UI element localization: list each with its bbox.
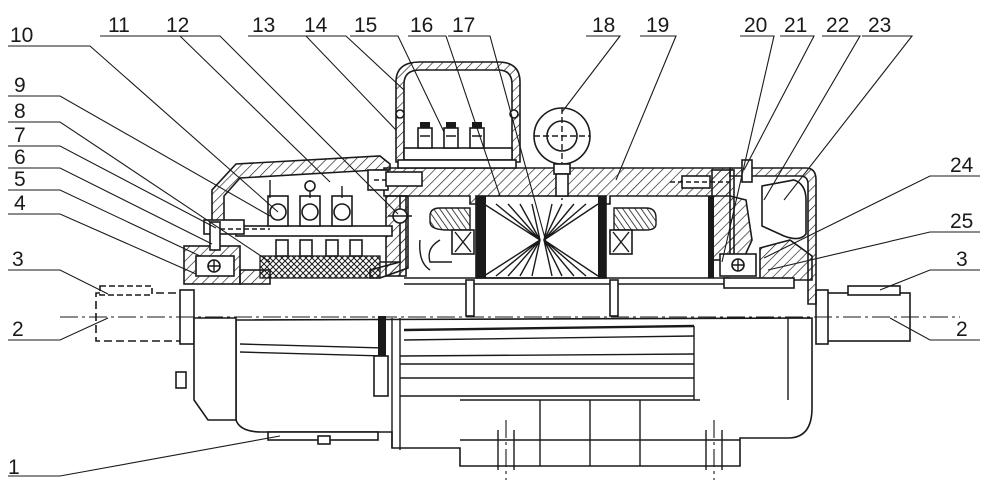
terminal-box-base bbox=[403, 147, 513, 161]
stator-laminations bbox=[483, 203, 599, 277]
leader-9 bbox=[8, 95, 271, 217]
slip-ring-cover bbox=[211, 155, 391, 229]
leader-24 bbox=[763, 175, 980, 259]
stator-core bbox=[475, 195, 607, 279]
callout-5: 5 bbox=[14, 168, 26, 191]
callout-15: 15 bbox=[354, 14, 377, 37]
leader-18 bbox=[561, 35, 622, 113]
leader-17 bbox=[448, 35, 547, 243]
left-bearing-assembly bbox=[183, 219, 271, 285]
callout-3-right: 3 bbox=[956, 248, 968, 271]
callout-1: 1 bbox=[8, 456, 20, 479]
leader-13 bbox=[248, 35, 397, 131]
callout-6: 6 bbox=[14, 146, 26, 169]
callout-17: 17 bbox=[452, 14, 475, 37]
right-end-assembly bbox=[670, 159, 817, 305]
leader-6 bbox=[8, 167, 213, 245]
leader-2L bbox=[8, 317, 109, 341]
callout-8: 8 bbox=[14, 100, 26, 123]
leader-21 bbox=[743, 35, 815, 171]
winding-end-right bbox=[613, 207, 657, 231]
leader-3R bbox=[879, 269, 980, 291]
callout-19: 19 bbox=[646, 14, 669, 37]
callout-10: 10 bbox=[10, 24, 33, 47]
callout-labels: 1 2 2 3 3 4 5 6 7 8 9 10 11 12 13 14 15 … bbox=[8, 14, 974, 479]
callout-9: 9 bbox=[14, 74, 26, 97]
winding-end-left bbox=[429, 207, 471, 231]
fan-blade bbox=[761, 179, 807, 240]
leader-10 bbox=[8, 45, 279, 213]
housing-section bbox=[183, 61, 817, 317]
leader-22 bbox=[763, 35, 861, 201]
leader-25 bbox=[767, 231, 980, 271]
callout-25: 25 bbox=[950, 210, 973, 233]
callout-20: 20 bbox=[744, 14, 767, 37]
callout-22: 22 bbox=[826, 14, 849, 37]
cooling-fins bbox=[239, 324, 740, 466]
housing-exterior bbox=[175, 316, 813, 480]
callout-18: 18 bbox=[592, 14, 615, 37]
callout-2-left: 2 bbox=[12, 318, 24, 341]
slip-rings bbox=[259, 239, 401, 279]
leader-lines bbox=[8, 35, 980, 477]
callout-12: 12 bbox=[166, 14, 189, 37]
callout-3-left: 3 bbox=[12, 248, 24, 271]
callout-21: 21 bbox=[784, 14, 807, 37]
leader-16 bbox=[408, 35, 501, 197]
callout-14: 14 bbox=[304, 14, 328, 37]
callout-11: 11 bbox=[108, 14, 130, 37]
callout-23: 23 bbox=[868, 14, 891, 37]
leader-14 bbox=[300, 35, 405, 91]
lifting-eye bbox=[533, 107, 591, 200]
callout-13: 13 bbox=[252, 14, 275, 37]
leader-2R bbox=[889, 317, 980, 341]
leader-5 bbox=[8, 189, 201, 257]
leader-15 bbox=[350, 35, 445, 133]
leader-23 bbox=[783, 35, 914, 201]
brush-holders bbox=[235, 180, 393, 237]
callout-16: 16 bbox=[410, 14, 433, 37]
callout-24: 24 bbox=[950, 154, 974, 177]
leader-8 bbox=[8, 121, 271, 263]
leader-19 bbox=[615, 35, 677, 181]
callout-2-right: 2 bbox=[956, 318, 968, 341]
callout-4: 4 bbox=[14, 192, 26, 215]
leader-4 bbox=[8, 213, 197, 275]
leader-7 bbox=[8, 145, 217, 229]
key-right bbox=[847, 285, 901, 296]
leader-1 bbox=[8, 435, 281, 477]
callout-7: 7 bbox=[14, 124, 26, 147]
leader-20 bbox=[721, 35, 775, 263]
terminal-studs bbox=[417, 122, 485, 149]
shaft-group bbox=[60, 285, 960, 345]
left-end-shield-exterior bbox=[193, 317, 237, 421]
leader-3L bbox=[8, 269, 109, 295]
leader-12 bbox=[160, 35, 399, 215]
